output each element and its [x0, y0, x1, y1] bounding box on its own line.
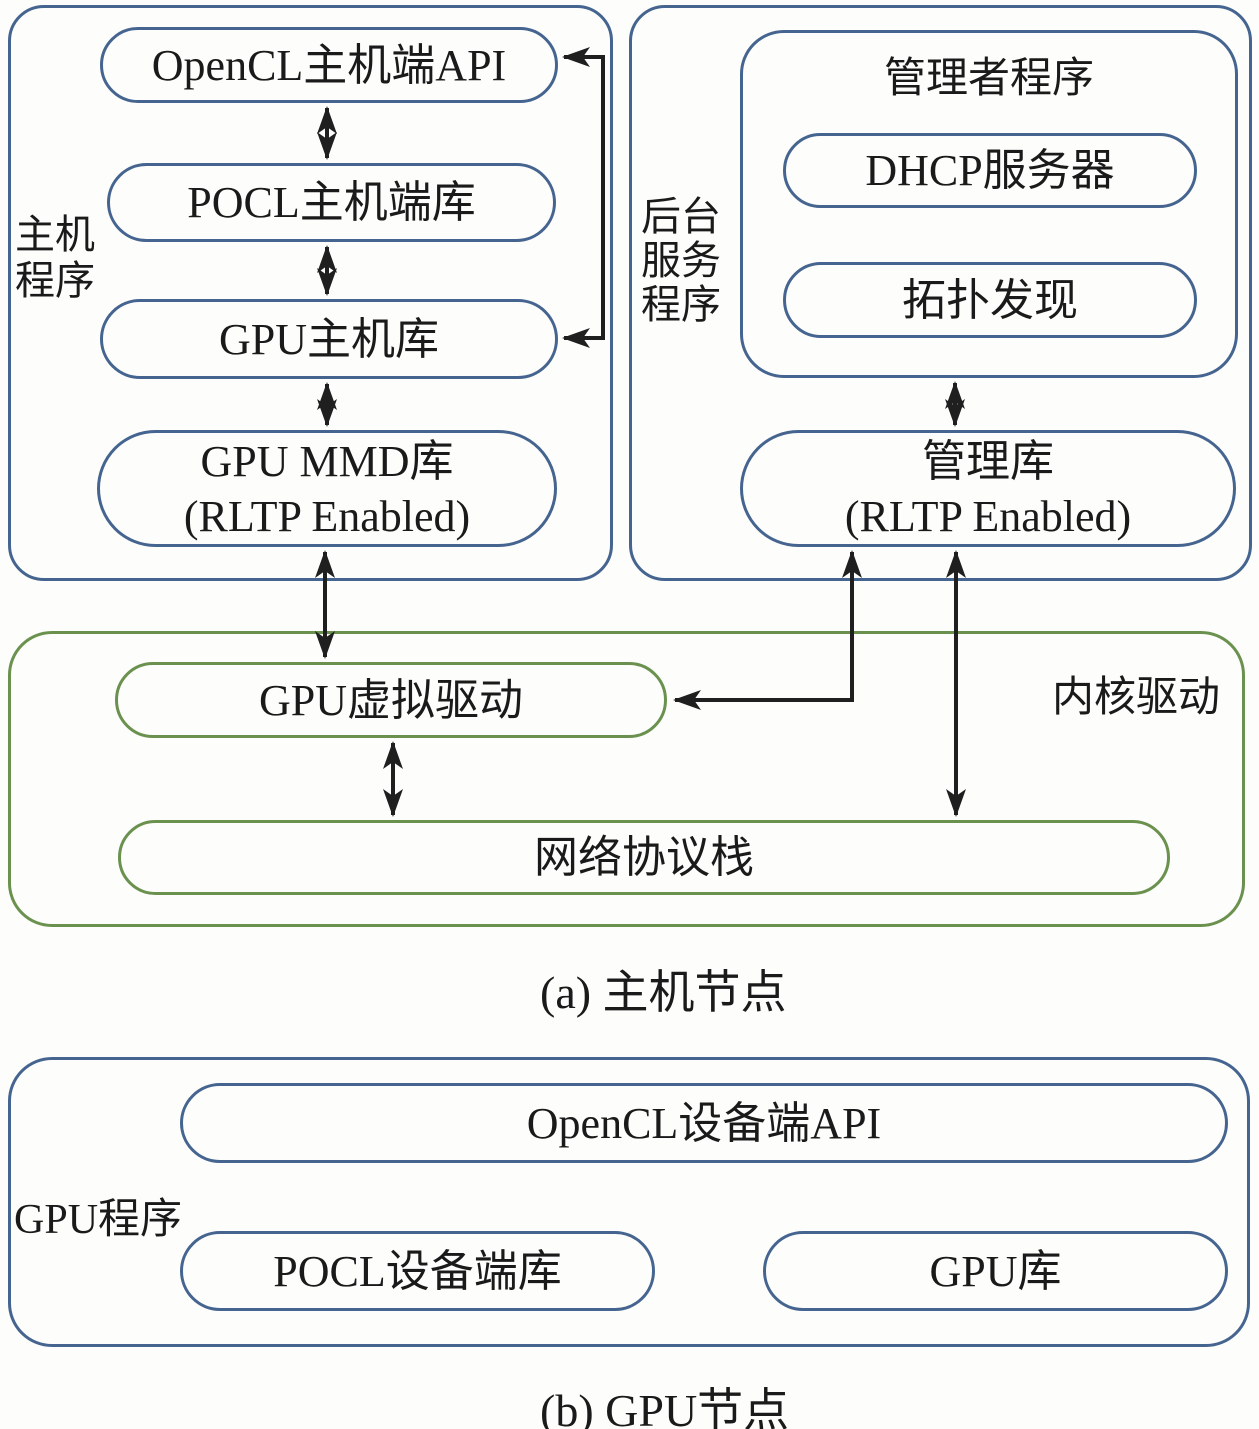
node-pocl-host-lib: POCL主机端库	[107, 163, 556, 242]
node-opencl-device-api: OpenCL设备端API	[180, 1083, 1228, 1163]
node-pocl-device-lib-label: POCL设备端库	[273, 1246, 562, 1296]
backend-service-label: 后台服务程序	[641, 194, 721, 327]
node-gpu-lib: GPU库	[763, 1231, 1228, 1311]
node-gpu-virtual-driver-label: GPU虚拟驱动	[258, 675, 524, 725]
node-topology-discovery: 拓扑发现	[783, 262, 1197, 338]
node-gpu-host-lib: GPU主机库	[100, 299, 558, 379]
backend-service-box	[629, 5, 1252, 581]
node-mgmt-lib: 管理库 (RLTP Enabled)	[740, 430, 1236, 547]
manager-program-title: 管理者程序	[883, 56, 1094, 102]
kernel-driver-box	[8, 631, 1245, 927]
kernel-driver-label: 内核驱动	[1051, 675, 1220, 721]
node-gpu-host-lib-label: GPU主机库	[218, 314, 440, 364]
manager-program-box	[740, 30, 1238, 378]
node-network-stack-label: 网络协议栈	[534, 833, 754, 882]
node-dhcp-server-label: DHCP服务器	[865, 146, 1115, 195]
gpu-program-label: GPU程序	[14, 1197, 183, 1243]
node-mgmt-lib-line1: 管理库	[922, 436, 1054, 486]
node-opencl-device-api-label: OpenCL设备端API	[526, 1098, 882, 1148]
node-gpu-mmd-lib: GPU MMD库 (RLTP Enabled)	[97, 430, 557, 547]
node-opencl-host-api-label: OpenCL主机端API	[151, 40, 507, 90]
host-program-label: 主机程序	[15, 212, 95, 303]
host-program-box	[8, 5, 613, 581]
caption-host-node: (a) 主机节点	[540, 967, 787, 1018]
gpu-program-box	[8, 1057, 1250, 1347]
node-gpu-mmd-lib-line1: GPU MMD库	[200, 436, 454, 486]
node-opencl-host-api: OpenCL主机端API	[100, 27, 558, 103]
node-topology-discovery-label: 拓扑发现	[902, 275, 1078, 325]
caption-gpu-node: (b) GPU节点	[540, 1385, 790, 1429]
node-network-stack: 网络协议栈	[118, 820, 1170, 895]
node-pocl-device-lib: POCL设备端库	[180, 1231, 655, 1311]
node-mgmt-lib-line2: (RLTP Enabled)	[844, 491, 1132, 541]
node-pocl-host-lib-label: POCL主机端库	[187, 178, 476, 227]
node-dhcp-server: DHCP服务器	[783, 133, 1197, 208]
node-gpu-virtual-driver: GPU虚拟驱动	[115, 662, 667, 738]
node-gpu-lib-label: GPU库	[929, 1246, 1062, 1296]
node-gpu-mmd-lib-line2: (RLTP Enabled)	[183, 491, 471, 541]
